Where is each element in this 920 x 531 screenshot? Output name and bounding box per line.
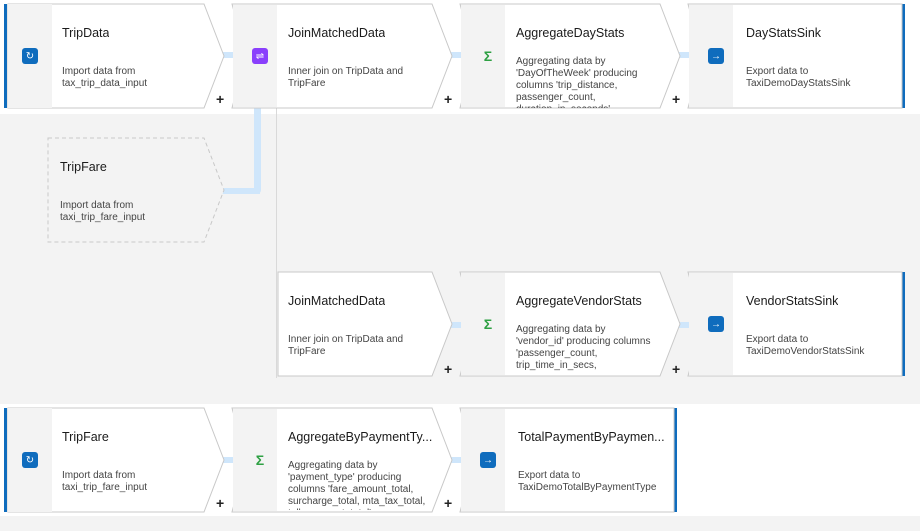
node-title: TotalPaymentByPaymen... [518,430,665,444]
add-transform-button[interactable]: + [672,361,681,377]
join-node[interactable]: ⇌ JoinMatchedData Inner join on TripData… [231,3,453,109]
edge [222,188,260,194]
edge [450,322,470,328]
source-icon: ↻ [8,4,52,108]
sink-icon: → [694,4,738,108]
node-title: VendorStatsSink [746,294,839,308]
source-node-tripfare[interactable]: ↻ TripFare Import data from taxi_trip_fa… [7,407,225,513]
source-node-tripfare-secondary[interactable]: TripFare Import data from taxi_trip_fare… [47,137,225,243]
node-description: Import data from taxi_trip_fare_input [60,200,146,223]
sink-icon: → [694,272,738,376]
node-description: Aggregating data by 'vendor_id' producin… [516,324,651,371]
edge [450,52,470,58]
branch-line [276,108,277,378]
add-transform-button[interactable]: + [444,91,453,107]
aggregate-icon: Σ [483,316,493,332]
node-description: Export data to TaxiDemoVendorStatsSink [746,334,865,357]
edge [450,457,470,463]
edge [222,457,242,463]
node-description: Inner join on TripData and TripFare [288,66,404,89]
flow-1-end-marker [902,4,905,108]
node-description: Import data from taxi_trip_fare_input [62,470,148,493]
sink-icon: → [466,408,510,512]
add-transform-button[interactable]: + [216,495,225,511]
source-node-tripdata[interactable]: ↻ TripData Import data from tax_trip_dat… [7,3,225,109]
add-transform-button[interactable]: + [444,495,453,511]
add-transform-button[interactable]: + [444,361,453,377]
sink-node-vendorstats[interactable]: → VendorStatsSink Export data to TaxiDem… [687,271,903,377]
edge [678,322,698,328]
node-title: TripFare [62,430,109,444]
node-title: AggregateVendorStats [516,294,642,308]
add-transform-button[interactable]: + [216,91,225,107]
node-title: TripFare [60,160,107,174]
node-title: AggregateDayStats [516,26,625,40]
flow-2-start-marker [4,408,7,512]
source-icon: ↻ [8,408,52,512]
sink-node-totalpayment[interactable]: → TotalPaymentByPaymen... Export data to… [459,407,675,513]
aggregate-icon: Σ [483,48,493,64]
node-title: AggregateByPaymentTy... [288,430,433,444]
node-description: Import data from tax_trip_data_input [62,66,148,89]
flow-1c-end-marker [902,272,905,376]
aggregate-node-vendorstats[interactable]: Σ AggregateVendorStats Aggregating data … [459,271,681,377]
node-description: Inner join on TripData and TripFare [288,334,404,357]
edge [222,52,242,58]
node-description: Export data to TaxiDemoTotalByPaymentTyp… [518,470,657,493]
node-title: JoinMatchedData [288,294,386,308]
aggregate-node-payment[interactable]: Σ AggregateByPaymentTy... Aggregating da… [231,407,453,513]
node-title: TripData [62,26,110,40]
node-title: DayStatsSink [746,26,822,40]
join-icon: ⇌ [238,4,282,108]
aggregate-icon: Σ [255,452,265,468]
join-node-secondary[interactable]: JoinMatchedData Inner join on TripData a… [277,271,453,377]
node-description: Export data to TaxiDemoDayStatsSink [746,66,851,89]
sink-node-daystats[interactable]: → DayStatsSink Export data to TaxiDemoDa… [687,3,903,109]
edge [678,52,698,58]
edge [254,108,261,194]
node-title: JoinMatchedData [288,26,386,40]
node-description: Aggregating data by 'payment_type' produ… [288,460,426,510]
flow-1-start-marker [4,4,7,108]
aggregate-node-daystats[interactable]: Σ AggregateDayStats Aggregating data by … [459,3,681,109]
flow-2-end-marker [674,408,677,512]
node-description: Aggregating data by 'DayOfTheWeek' produ… [516,56,638,108]
add-transform-button[interactable]: + [672,91,681,107]
